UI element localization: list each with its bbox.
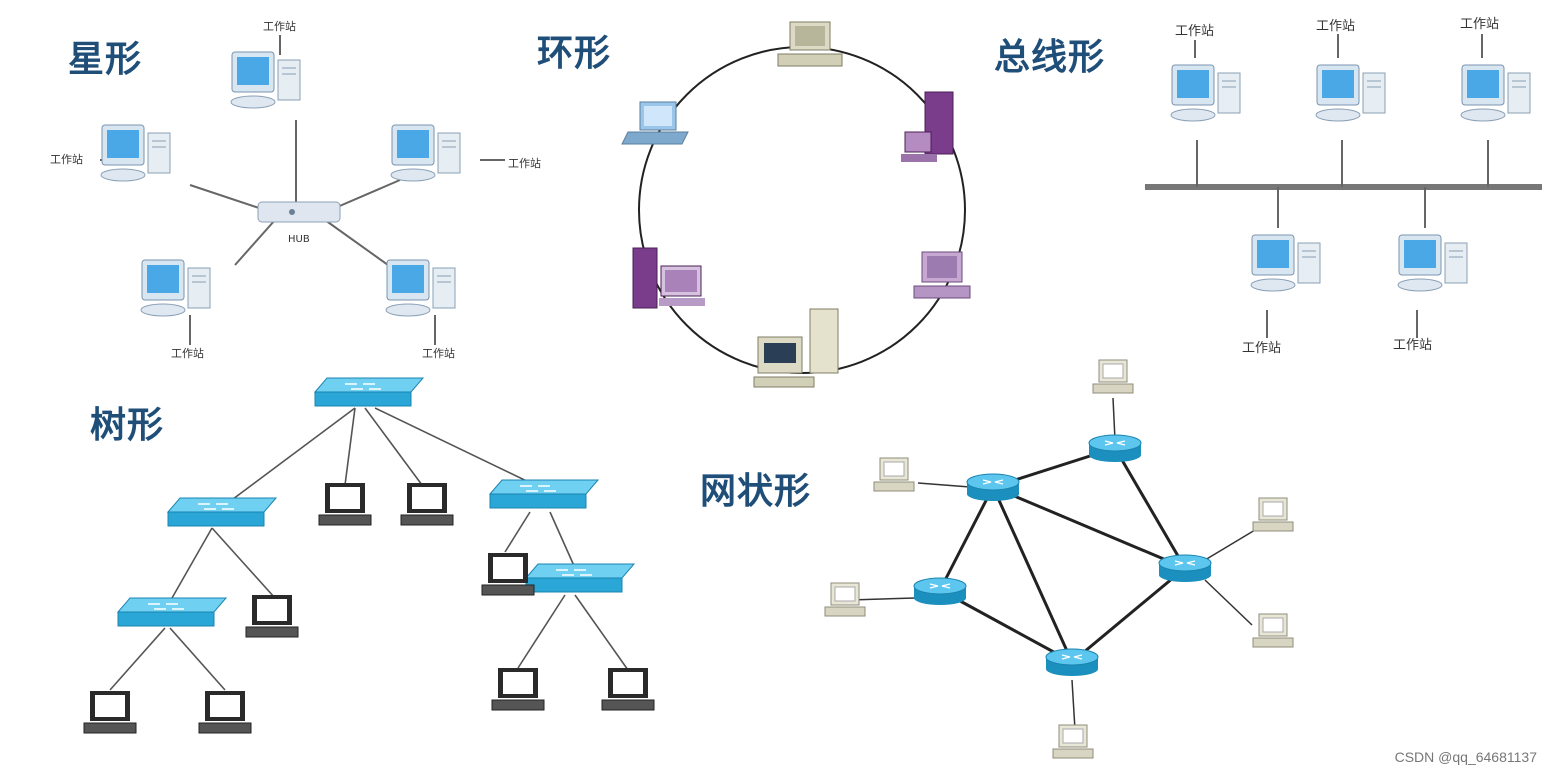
terminal-icon [400, 482, 454, 526]
terminal-icon [318, 482, 372, 526]
mesh-host-links [849, 397, 1256, 731]
workstation-label: 工作站 [1242, 341, 1281, 356]
switch-icon [314, 377, 424, 407]
mesh-topology [824, 359, 1294, 759]
terminal-icon [198, 690, 252, 734]
workstation-icon [385, 259, 456, 317]
computer-icon [873, 457, 915, 492]
workstation-label: 工作站 [50, 152, 83, 166]
mesh-links [938, 446, 1187, 664]
router-icon [1045, 648, 1099, 677]
workstation-label: 工作站 [1316, 19, 1355, 34]
computer-icon [1092, 359, 1134, 394]
ring-cable [638, 46, 966, 374]
title-mesh: 网状形 [700, 471, 812, 512]
workstation-label: 工作站 [422, 346, 455, 360]
terminal-icon [83, 690, 137, 734]
terminal-icon [481, 552, 535, 596]
watermark: CSDN @qq_64681137 [1394, 749, 1537, 765]
computer-icon [621, 101, 689, 145]
workstation-icon [1315, 64, 1386, 122]
workstation-label: 工作站 [1460, 17, 1499, 32]
switch-icon [489, 479, 599, 509]
tree-topology [83, 377, 655, 734]
workstation-icon [1250, 234, 1321, 292]
computer-icon [1252, 613, 1294, 648]
terminal-icon [601, 667, 655, 711]
terminal-icon [245, 594, 299, 638]
workstation-label: 工作站 [1393, 338, 1432, 353]
title-tree: 树形 [90, 405, 165, 446]
star-topology: HUB 工作站 工作站 工作站 工作站 工作站 [50, 19, 541, 360]
router-icon [913, 577, 967, 606]
workstation-icon [1170, 64, 1241, 122]
router-icon [966, 473, 1020, 502]
terminal-icon [491, 667, 545, 711]
computer-icon [913, 251, 971, 299]
computer-icon [1052, 724, 1094, 759]
workstation-icon [140, 259, 211, 317]
ring-topology [621, 21, 971, 388]
computer-icon [901, 91, 954, 162]
tree-links [109, 407, 629, 691]
workstation-label: 工作站 [508, 156, 541, 170]
computer-icon [777, 21, 843, 67]
computer-icon [753, 308, 839, 388]
hub [257, 201, 341, 223]
workstation-icon [230, 51, 301, 109]
computer-icon [824, 582, 866, 617]
switch-icon [167, 497, 277, 527]
computer-icon [632, 247, 705, 309]
switch-icon [117, 597, 227, 627]
title-star: 星形 [68, 39, 143, 80]
router-icon [1158, 554, 1212, 583]
title-ring: 环形 [537, 33, 612, 74]
workstation-icon [100, 124, 171, 182]
bus-topology: 工作站 工作站 工作站 工作站 工作站 [1145, 17, 1542, 356]
workstation-icon [390, 124, 461, 182]
computer-icon [1252, 497, 1294, 532]
hub-label: HUB [288, 234, 310, 245]
workstation-label: 工作站 [1175, 24, 1214, 39]
workstation-label: 工作站 [263, 19, 296, 33]
workstation-label: 工作站 [171, 346, 204, 360]
switch-icon [525, 563, 635, 593]
workstation-icon [1460, 64, 1531, 122]
router-icon [1088, 434, 1142, 463]
workstation-icon [1397, 234, 1468, 292]
title-bus: 总线形 [994, 37, 1106, 78]
bus-links [1194, 34, 1489, 338]
